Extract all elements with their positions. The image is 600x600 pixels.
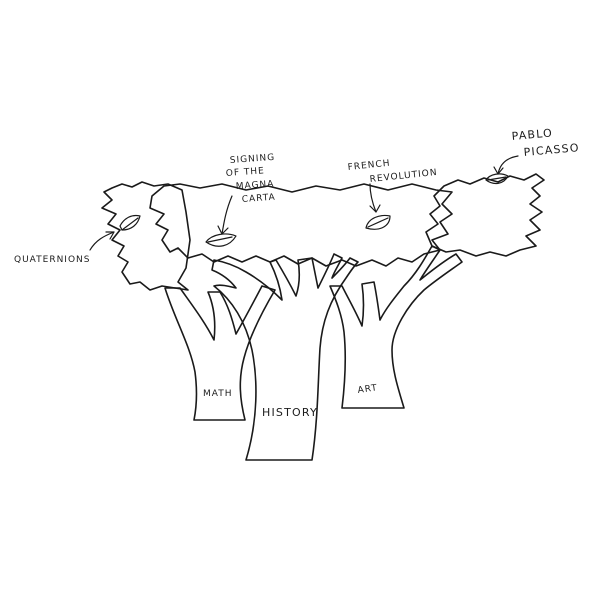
history-canopy bbox=[149, 183, 453, 267]
quaternions-label: QUATERNIONS bbox=[14, 255, 90, 265]
magna-carta-leaf-icon bbox=[205, 233, 237, 247]
math-trunk bbox=[164, 285, 276, 421]
french-revolution-label: FRENCH REVOLUTION bbox=[347, 159, 438, 185]
svg-text:FRENCH: FRENCH bbox=[347, 159, 391, 173]
magna-carta-label: SIGNING OF THE MAGNA CARTA bbox=[226, 153, 277, 205]
magna-carta-arrow bbox=[217, 195, 233, 235]
svg-text:PICASSO: PICASSO bbox=[523, 141, 580, 159]
math-trunk-label: MATH bbox=[203, 389, 233, 399]
art-tree bbox=[329, 245, 463, 409]
math-canopy bbox=[101, 181, 191, 291]
history-trunk-label: HISTORY bbox=[262, 406, 318, 419]
svg-text:REVOLUTION: REVOLUTION bbox=[369, 168, 438, 185]
svg-text:MAGNA: MAGNA bbox=[236, 179, 275, 192]
svg-text:CARTA: CARTA bbox=[242, 193, 277, 205]
svg-text:PABLO: PABLO bbox=[511, 126, 553, 143]
math-tree bbox=[164, 285, 276, 421]
picasso-label: PABLO PICASSO bbox=[511, 126, 580, 159]
picasso-leaf-icon bbox=[485, 173, 509, 185]
svg-text:OF THE: OF THE bbox=[226, 166, 266, 179]
art-trunk-label: ART bbox=[357, 383, 378, 396]
art-trunk bbox=[329, 245, 463, 409]
history-tree bbox=[211, 253, 359, 461]
picasso-arrow bbox=[493, 155, 519, 175]
art-canopy bbox=[425, 173, 545, 257]
french-revolution-leaf-icon bbox=[365, 214, 391, 230]
svg-text:SIGNING: SIGNING bbox=[230, 153, 276, 166]
history-trunk bbox=[211, 253, 359, 461]
french-revolution-arrow bbox=[369, 183, 381, 213]
quaternions-leaf-icon bbox=[119, 214, 141, 231]
quaternions-arrow bbox=[89, 231, 115, 251]
